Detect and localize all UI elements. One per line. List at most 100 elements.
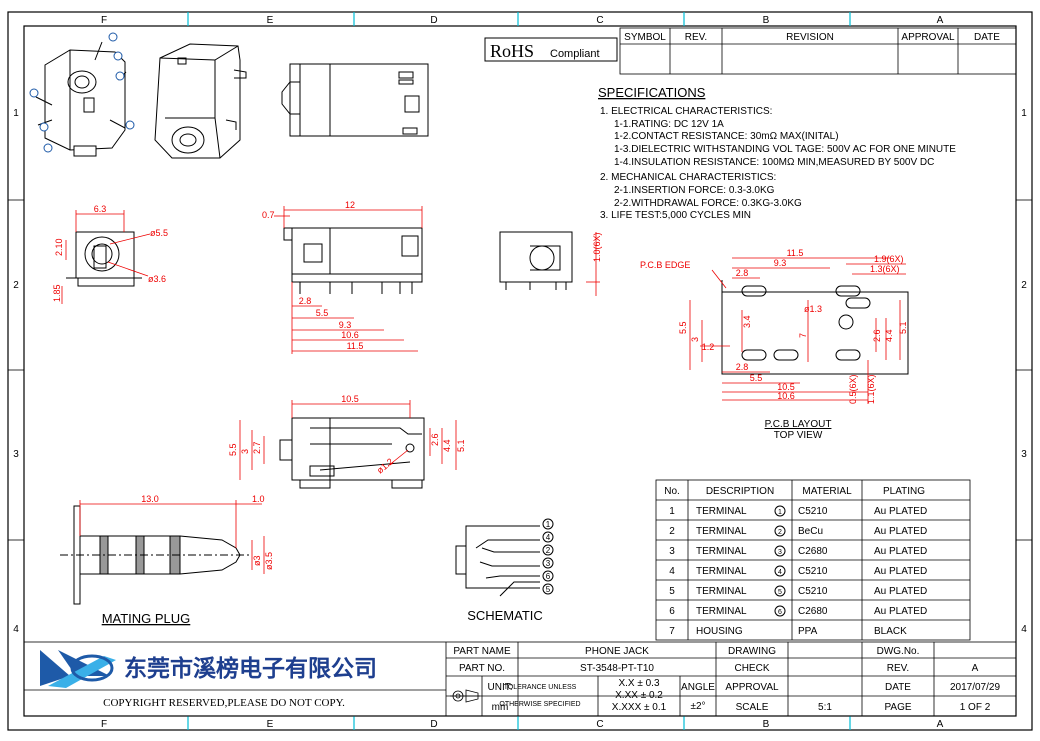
page-label: PAGE (884, 702, 911, 713)
end-view: 1.0(6X) (499, 231, 602, 296)
mating-plug: 13.0 1.0 ø3 ø3.5 MATING PLUG (60, 494, 274, 626)
dim-pcb-10: 7 (798, 333, 808, 338)
bom-cell-no: 4 (669, 566, 675, 577)
bom-cell-plating: Au PLATED (874, 546, 927, 557)
bom-cell-no: 2 (669, 526, 675, 537)
dim-pcb-13: 4.4 (884, 329, 894, 342)
bom-cell-material: BeCu (798, 526, 823, 537)
plug-caption: MATING PLUG (102, 611, 191, 626)
bom-cell-description: TERMINAL (696, 606, 747, 617)
spec-line: 2-1.INSERTION FORCE: 0.3-3.0KG (614, 185, 775, 196)
dim-section-7: ø1.2 (375, 456, 395, 475)
bom-cell-description: TERMINAL (696, 526, 747, 537)
tolerance-2: X.XX ± 0.2 (615, 690, 663, 701)
dim-side-pin4: 10.6 (341, 330, 359, 340)
rev-header-rev: REV. (685, 32, 707, 43)
dim-pcb-5: 1.3(6X) (870, 264, 900, 274)
dim-section-2: 3 (240, 449, 250, 454)
top-view-body (281, 63, 429, 137)
dim-front-dia-inner: ø3.6 (148, 274, 166, 284)
isometric-view-terminals (35, 41, 127, 157)
row-label-3-right: 3 (1021, 449, 1027, 460)
specifications-block: SPECIFICATIONS 1. ELECTRICAL CHARACTERIS… (598, 85, 956, 221)
section-view: 10.5 5.5 3 2.7 2.6 4.4 5.1 ø1.2 (228, 394, 466, 489)
spec-line: 1-4.INSULATION RESISTANCE: 100MΩ MIN,MEA… (614, 157, 934, 168)
bom-header-desc: DESCRIPTION (706, 486, 774, 497)
rev-label: REV. (887, 663, 909, 674)
pcb-layout: P.C.B EDGE 11.5 9.3 2.8 1.9(6X) 1.3(6X) … (640, 248, 909, 441)
dim-plug-dia1: ø3 (252, 555, 262, 566)
rev-header-symbol: SYMBOL (624, 32, 666, 43)
schematic-pin: 5 (546, 585, 551, 594)
spec-line: 1-2.CONTACT RESISTANCE: 30mΩ MAX(INITAL) (614, 131, 839, 142)
schematic-pin: 1 (546, 520, 551, 529)
rev-header-approval: APPROVAL (901, 32, 955, 43)
bom-cell-material: C5210 (798, 506, 828, 517)
bom-cell-plating: Au PLATED (874, 526, 927, 537)
bom-cell-item-number: 2 (778, 529, 782, 536)
tolerance-note-1: TOLERANCE UNLESS (504, 684, 577, 691)
bom-cell-plating: Au PLATED (874, 586, 927, 597)
part-name-label: PART NAME (453, 646, 511, 657)
col-label-c-bottom: C (596, 719, 603, 730)
bom-cell-item-number: 6 (778, 609, 782, 616)
row-label-3-left: 3 (13, 449, 19, 460)
schematic-pin: 2 (546, 546, 551, 555)
scale-value: 5:1 (818, 702, 832, 713)
dim-pcb-20: 1.1(6X) (866, 374, 876, 404)
dim-pcb-18: 10.6 (777, 391, 795, 401)
title-block: 东莞市溪榜电子有限公司 COPYRIGHT RESERVED,PLEASE DO… (23, 641, 1017, 717)
drawing-label: DRAWING (728, 646, 776, 657)
bom-cell-description: TERMINAL (696, 506, 747, 517)
bom-cell-plating: Au PLATED (874, 606, 927, 617)
bom-cell-no: 7 (669, 626, 675, 637)
copyright-text: COPYRIGHT RESERVED,PLEASE DO NOT COPY. (103, 697, 345, 709)
dim-side-pin5: 11.5 (347, 341, 364, 351)
spec-line: 3. LIFE TEST:5,000 CYCLES MIN (600, 210, 751, 221)
rev-header-date: DATE (974, 32, 1000, 43)
dim-front-base: 1.85 (52, 284, 62, 302)
bom-cell-description: TERMINAL (696, 586, 747, 597)
bom-item-number-icon (774, 505, 786, 517)
tolerance-3: X.XXX ± 0.1 (612, 702, 667, 713)
bom-cell-item-number: 3 (778, 549, 782, 556)
outer-border (7, 11, 1033, 731)
dim-pcb-1: 11.5 (787, 248, 804, 258)
bom-item-number-icon (774, 605, 786, 617)
dim-front-dia-outer: ø5.5 (150, 228, 168, 238)
isometric-view-housing (154, 43, 247, 159)
dim-section-3: 2.7 (252, 441, 262, 454)
col-label-a-bottom: A (937, 719, 944, 730)
bom-cell-item-number: 4 (778, 569, 782, 576)
bom-cell-plating: BLACK (874, 626, 907, 637)
dim-end-pin: 1.0(6X) (592, 232, 602, 262)
dim-pcb-6: ø1.3 (804, 304, 822, 314)
bom-cell-description: TERMINAL (696, 546, 747, 557)
schematic-pin: 6 (546, 572, 551, 581)
angle-value: ±2° (690, 701, 705, 712)
rohs-compliant-text: Compliant (550, 48, 600, 60)
dim-front-width: 6.3 (94, 204, 107, 214)
date-label: DATE (885, 682, 911, 693)
company-name: 东莞市溪榜电子有限公司 (124, 655, 377, 681)
col-label-a-top: A (937, 15, 944, 26)
dim-pcb-19: 0.5(6X) (848, 374, 858, 404)
front-view: 6.3 ø5.5 2.10 ø3.6 1.85 (52, 204, 168, 304)
bom-item-number-icon (774, 525, 786, 537)
bom-cell-description: HOUSING (696, 626, 743, 637)
dim-pcb-9: 3.4 (742, 315, 752, 328)
dim-front-height: 2.10 (54, 238, 64, 256)
dim-pcb-12: 2.6 (872, 329, 882, 342)
col-label-e-top: E (267, 15, 274, 26)
bom-cell-description: TERMINAL (696, 566, 747, 577)
dim-side-pin3: 9.3 (339, 320, 352, 330)
dim-pcb-8: 3 (690, 337, 700, 342)
bom-item-number-icon (774, 565, 786, 577)
dim-section-6: 5.1 (456, 439, 466, 452)
bom-cell-item-number: 5 (778, 589, 782, 596)
dim-pcb-16: 5.5 (750, 373, 763, 383)
unit-label: UNIT: (488, 682, 513, 693)
dim-plug-dia2: ø3.5 (264, 552, 274, 570)
col-label-b-bottom: B (763, 719, 770, 730)
